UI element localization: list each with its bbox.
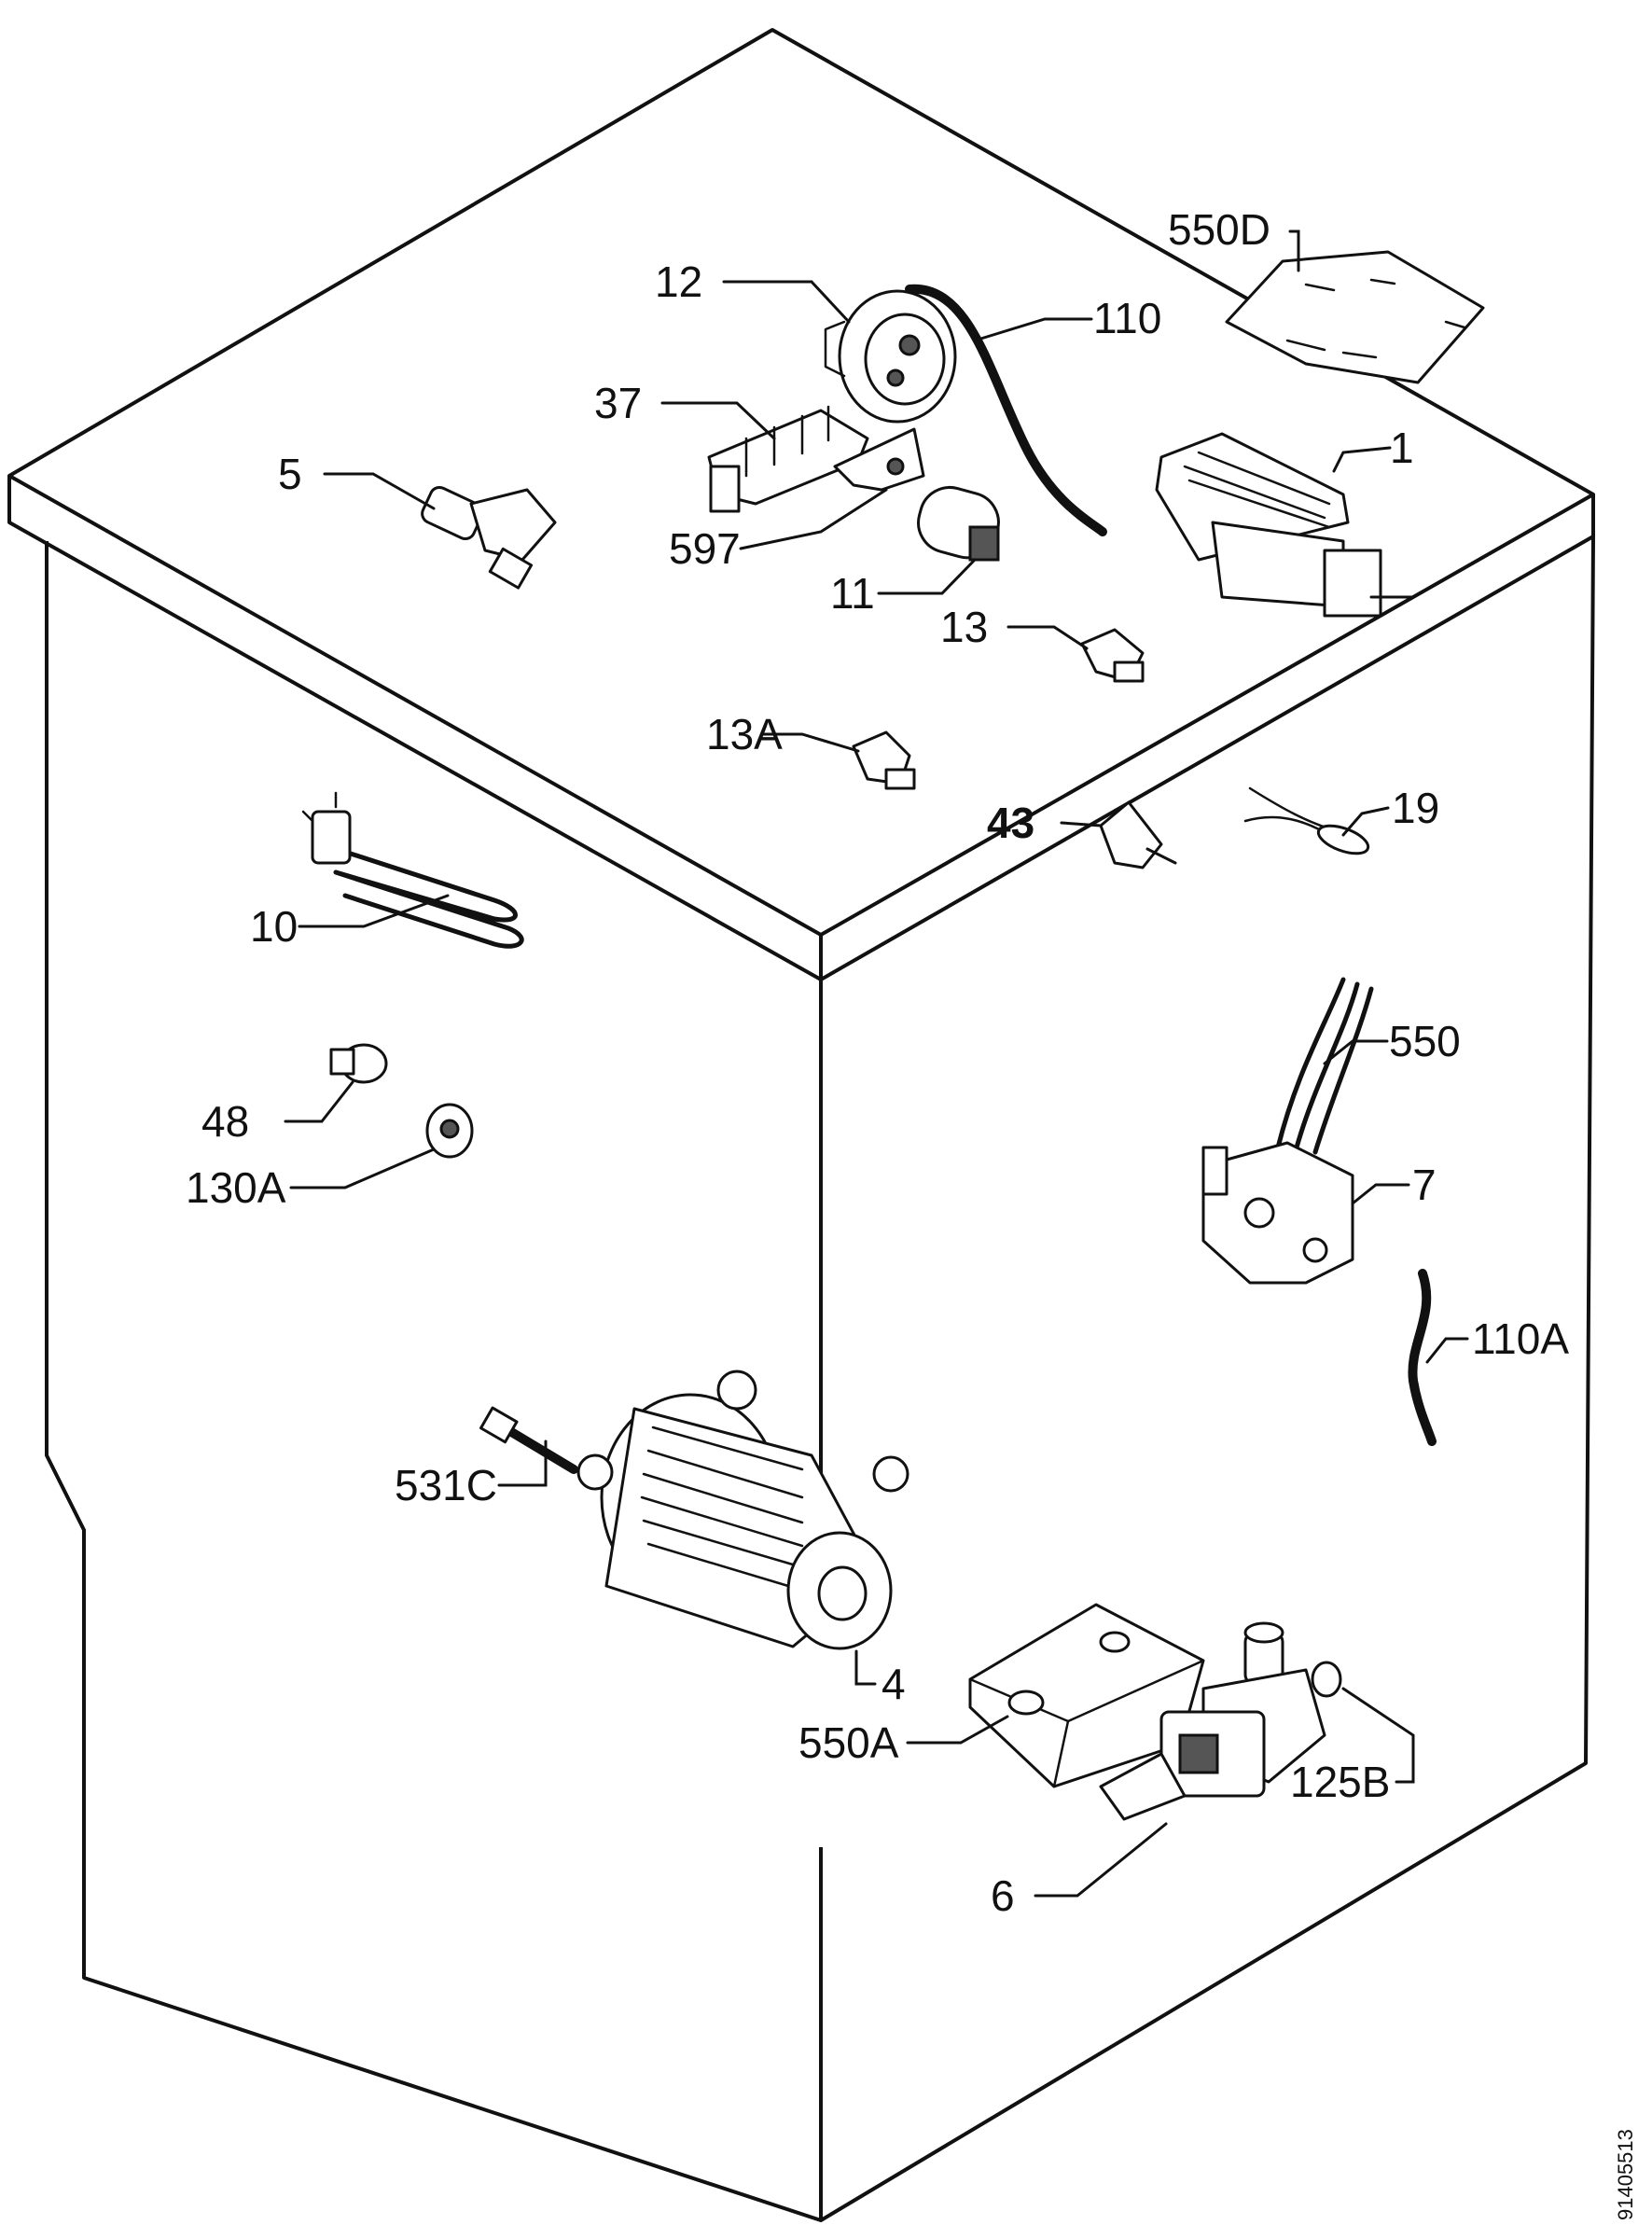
part-19-ntc-probe [1243, 786, 1370, 855]
label-597: 597 [669, 524, 741, 573]
label-7: 7 [1412, 1161, 1437, 1209]
part-11-capacitor [917, 486, 1000, 562]
part-130a-knob [425, 1103, 474, 1159]
part-110a-hose [1408, 1269, 1437, 1446]
leader-lines [284, 229, 1469, 1898]
part-43-sensor [1099, 800, 1177, 869]
part-550-wiring [1275, 977, 1374, 1155]
part-1-electronic-module [1155, 432, 1415, 618]
label-550d: 550D [1168, 205, 1270, 254]
label-10: 10 [250, 902, 298, 951]
cabinet-outline [7, 28, 1595, 2222]
label-550a: 550A [798, 1718, 899, 1767]
label-48: 48 [201, 1097, 249, 1146]
part-110-hose [905, 284, 1107, 536]
reference-number: 91405513 [1614, 2129, 1637, 2220]
part-13a-connector [852, 730, 916, 790]
label-130a: 130A [186, 1163, 286, 1212]
part-550d-cover-plate [1225, 250, 1485, 384]
part-531c-screw [479, 1406, 578, 1474]
label-43: 43 [987, 799, 1034, 847]
part-labels: 550D 12 110 37 5 1 597 11 13 13A 43 19 1… [186, 205, 1569, 1920]
label-550: 550 [1389, 1017, 1461, 1065]
part-13-connector [1080, 628, 1145, 683]
part-7-door-interlock [1201, 1141, 1354, 1285]
part-10-heating-element [301, 791, 524, 949]
label-6: 6 [991, 1871, 1015, 1920]
part-12-pressure-switch [824, 289, 957, 424]
label-4: 4 [882, 1660, 906, 1708]
label-13a: 13A [706, 710, 783, 758]
label-1: 1 [1390, 424, 1414, 472]
part-550a-cover-box [968, 1603, 1205, 1788]
label-125b: 125B [1290, 1758, 1390, 1806]
label-19: 19 [1392, 784, 1439, 832]
label-5: 5 [278, 450, 302, 498]
label-11: 11 [830, 569, 875, 618]
part-5-inlet-valve [421, 485, 557, 590]
part-597-bracket [833, 427, 925, 492]
part-48-switch [329, 1043, 388, 1084]
label-110: 110 [1093, 294, 1161, 342]
label-37: 37 [594, 379, 642, 427]
label-531c: 531C [395, 1461, 497, 1509]
part-37-connector-strip [707, 405, 869, 513]
label-13: 13 [940, 603, 988, 651]
part-6-drain-pump [1099, 1621, 1342, 1821]
part-4-motor [576, 1370, 909, 1650]
label-110a: 110A [1472, 1314, 1569, 1363]
label-12: 12 [655, 257, 702, 306]
